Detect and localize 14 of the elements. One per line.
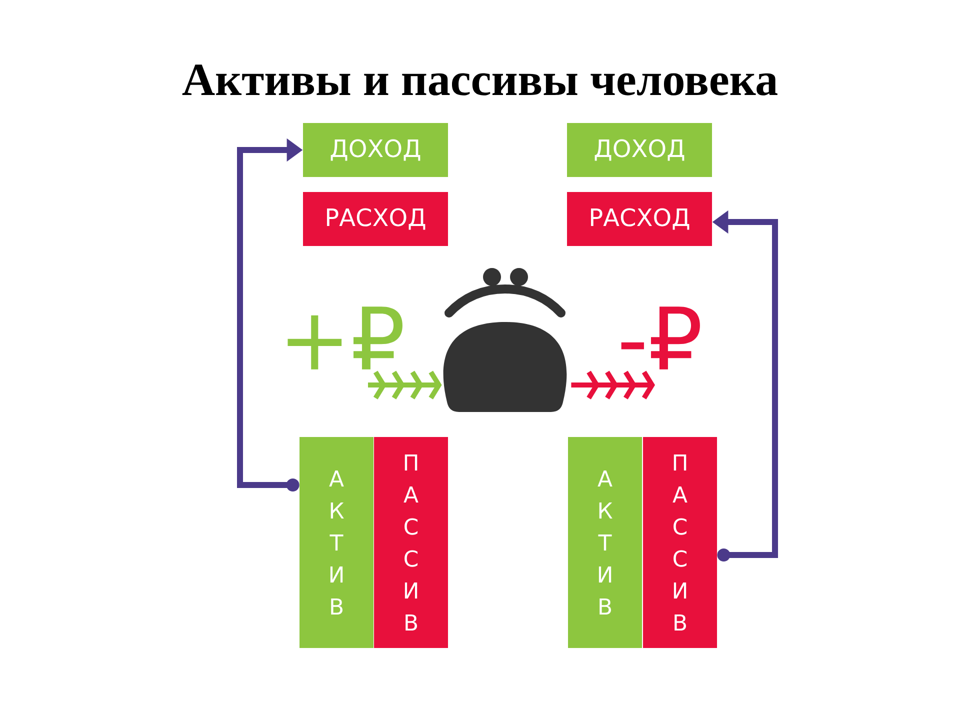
purse-drawing [443, 268, 567, 412]
expense-box: РАСХОД [567, 192, 712, 246]
title: Активы и пассивы человека [182, 64, 778, 96]
expense-box: РАСХОД [303, 192, 448, 246]
chevron-arrow [368, 370, 442, 400]
income-box: ДОХОД [567, 123, 712, 177]
currency-sign: +₽ [288, 306, 402, 370]
income-box: ДОХОД [303, 123, 448, 177]
currency-sign: -₽ [621, 306, 700, 370]
chevron-arrow [571, 370, 656, 400]
liability-column: ПАССИВ [643, 437, 718, 648]
liability-column: ПАССИВ [374, 437, 448, 648]
asset-column: АКТИВ [300, 437, 374, 648]
asset-column: АКТИВ [568, 437, 642, 648]
